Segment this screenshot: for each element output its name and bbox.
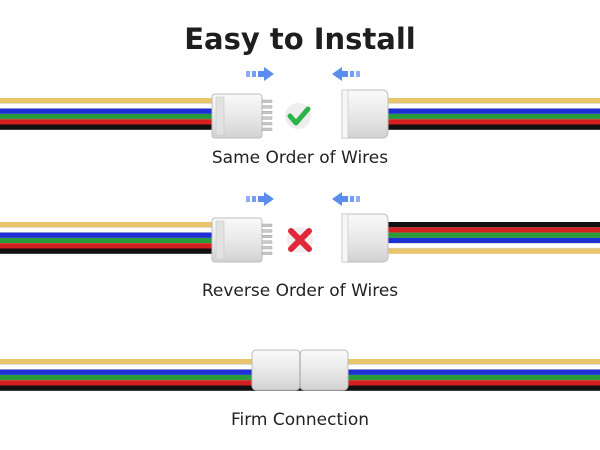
double-arrow-icon <box>332 192 360 206</box>
wire <box>0 113 214 120</box>
wire <box>0 124 214 130</box>
wire <box>386 124 600 130</box>
double-arrow-icon <box>246 67 274 81</box>
double-arrow-icon <box>246 192 274 206</box>
male-connector <box>211 93 273 139</box>
female-connector <box>341 213 389 263</box>
check-icon <box>285 103 311 129</box>
wire <box>386 108 600 114</box>
wire <box>0 108 214 114</box>
page-title: Easy to Install <box>184 22 416 56</box>
wire <box>386 103 600 109</box>
wire <box>386 113 600 120</box>
wire <box>0 103 214 109</box>
same-order-row <box>0 67 600 139</box>
wire <box>0 119 214 125</box>
reverse-order-row <box>0 192 600 263</box>
firm-connection-row <box>0 349 600 391</box>
wire <box>0 232 214 238</box>
wire <box>0 237 214 244</box>
wire <box>0 385 600 391</box>
wire <box>386 232 600 238</box>
wire <box>386 119 600 125</box>
wire <box>0 243 214 249</box>
double-arrow-icon <box>332 67 360 81</box>
wire <box>386 227 600 233</box>
wire <box>0 227 214 233</box>
wire <box>0 222 214 228</box>
female-connector <box>341 89 389 139</box>
wire <box>386 98 600 104</box>
wire <box>0 98 214 104</box>
same-order-caption: Same Order of Wires <box>211 148 389 168</box>
wire <box>0 248 214 254</box>
male-connector <box>211 217 273 263</box>
cross-icon <box>287 227 313 253</box>
reverse-order-caption: Reverse Order of Wires <box>201 281 399 301</box>
wire <box>386 237 600 244</box>
firm-connector <box>251 349 349 391</box>
firm-connection-caption: Firm Connection <box>230 410 370 430</box>
wire <box>386 222 600 228</box>
wire <box>386 243 600 249</box>
wire <box>386 248 600 254</box>
